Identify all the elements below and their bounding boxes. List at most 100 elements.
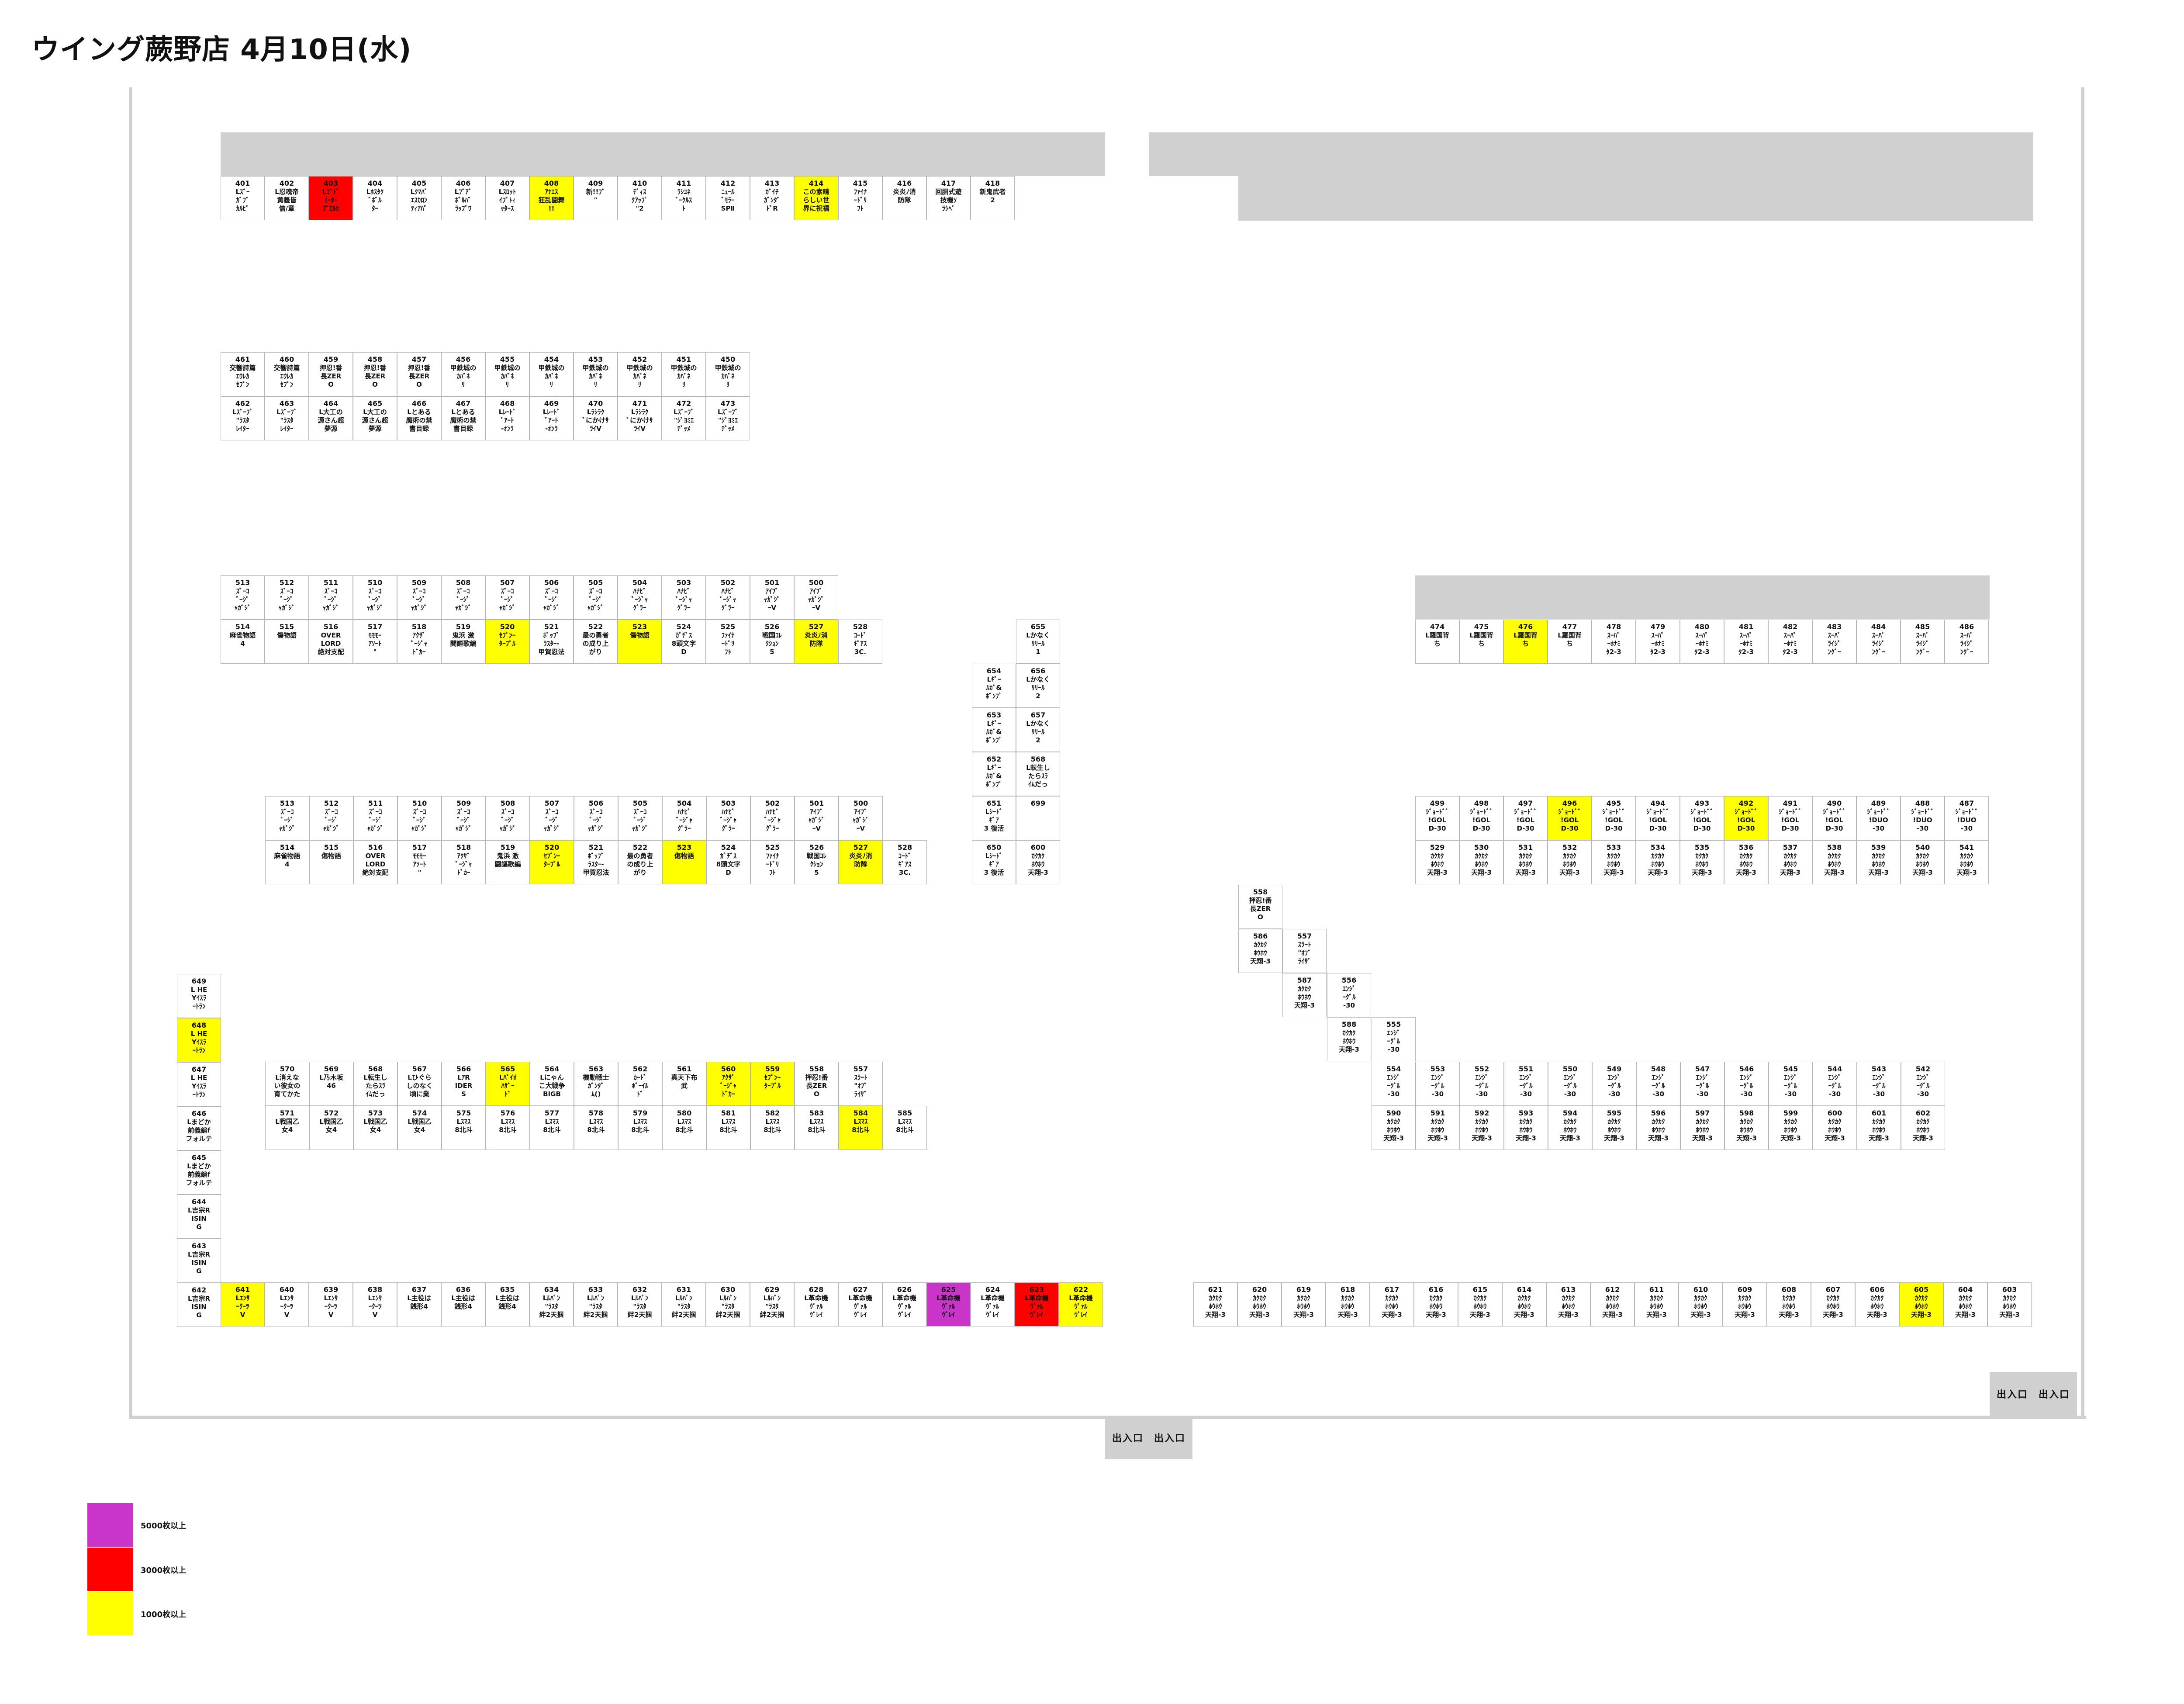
machine-cell-506[interactable]: 506ｽﾞｰｺﾞｰｼﾞｬｶﾞｼﾞ: [574, 796, 618, 840]
machine-cell-507[interactable]: 507ｽﾞｰｺﾞｰｼﾞｬｶﾞｼﾞ: [530, 796, 574, 840]
machine-cell-510[interactable]: 510ｽﾞｰｺﾞｰｼﾞｬｶﾞｼﾞ: [397, 796, 442, 840]
machine-cell-511[interactable]: 511ｽﾞｰｺﾞｰｼﾞｬｶﾞｼﾞ: [309, 575, 353, 620]
machine-cell-509[interactable]: 509ｽﾞｰｺﾞｰｼﾞｬｶﾞｼﾞ: [442, 796, 486, 840]
machine-cell-509[interactable]: 509ｽﾞｰｺﾞｰｼﾞｬｶﾞｼﾞ: [397, 575, 441, 620]
machine-cell-512[interactable]: 512ｽﾞｰｺﾞｰｼﾞｬｶﾞｼﾞ: [265, 575, 309, 620]
machine-cell-404[interactable]: 404Lﾎｽﾀｸﾞﾎﾞﾙﾀｰ: [353, 176, 397, 220]
machine-cell-506[interactable]: 506ｽﾞｰｺﾞｰｼﾞｬｶﾞｼﾞ: [529, 575, 574, 620]
machine-cell-471[interactable]: 471LﾗｼﾗｸﾞにかけｻﾗｲV: [618, 396, 662, 440]
machine-cell-513[interactable]: 513ｽﾞｰｺﾞｰｼﾞｬｶﾞｼﾞ: [221, 575, 265, 620]
machine-cell-510[interactable]: 510ｽﾞｰｺﾞｰｼﾞｬｶﾞｼﾞ: [353, 575, 397, 620]
machine-cell-508[interactable]: 508ｽﾞｰｺﾞｰｼﾞｬｶﾞｼﾞ: [441, 575, 485, 620]
machine-cell-699[interactable]: 699: [1016, 796, 1060, 840]
